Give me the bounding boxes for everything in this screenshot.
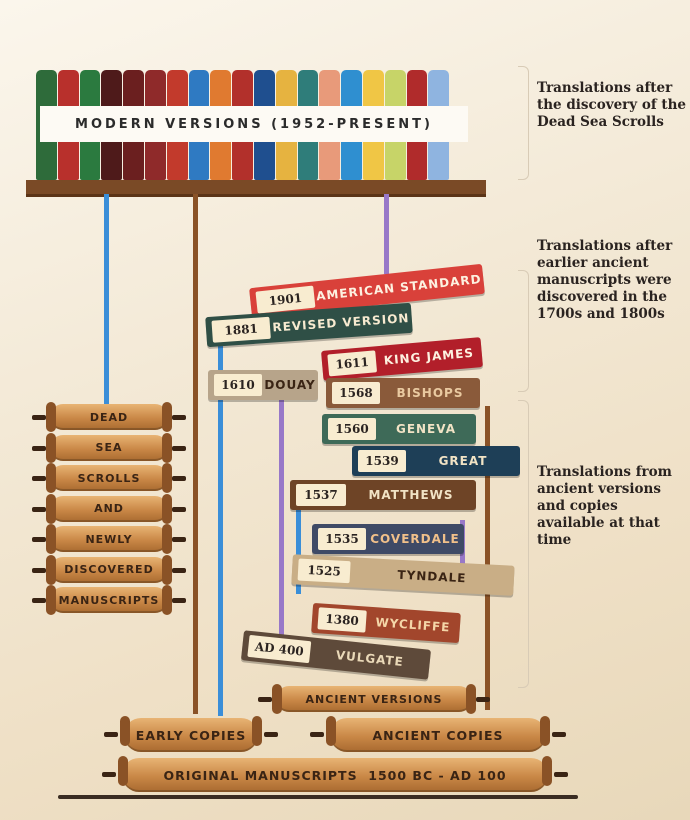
book-coverdale: 1535 COVERDALE <box>312 524 464 554</box>
dss-scroll: DEAD <box>32 402 186 432</box>
rod-stack-to-shelf <box>384 194 389 274</box>
book-year: AD 400 <box>247 634 312 664</box>
rod-early-copies-to-shelf <box>193 194 198 714</box>
book-year: 1535 <box>318 528 366 550</box>
book-year: 1881 <box>211 316 271 343</box>
book-title: VULGATE <box>335 648 405 670</box>
scroll-ancient-versions: ANCIENT VERSIONS <box>258 684 490 714</box>
note-earlier-manuscripts: Translations after earlier ancient manus… <box>537 238 673 322</box>
book-great: 1539 GREAT <box>352 446 520 476</box>
scroll-ancient-copies: ANCIENT COPIES <box>310 716 566 752</box>
book-year: 1525 <box>297 558 351 584</box>
book-year: 1560 <box>328 418 376 440</box>
original-manuscripts-label: ORIGINAL MANUSCRIPTS 1500 BC - AD 100 <box>163 767 507 783</box>
rod-douay-purple <box>279 400 284 638</box>
early-copies-label: EARLY COPIES <box>135 727 247 743</box>
book-tyndale: 1525 TYNDALE <box>291 554 515 596</box>
dss-scroll: SEA <box>32 432 186 463</box>
rod-revised-blue <box>218 338 223 716</box>
dss-scroll: NEWLY <box>32 524 186 554</box>
book-year: 1537 <box>296 484 346 506</box>
ancient-copies-label: ANCIENT COPIES <box>372 727 504 743</box>
book-wycliffe: 1380 WYCLIFFE <box>311 602 461 644</box>
brace-modern <box>518 66 529 180</box>
book-year: 1380 <box>317 607 367 633</box>
book-title: AMERICAN STANDARD <box>315 272 483 304</box>
dss-scroll-word: NEWLY <box>85 532 133 546</box>
ancient-versions-label: ANCIENT VERSIONS <box>305 692 443 706</box>
book-year: 1539 <box>358 450 406 472</box>
shelf-board <box>26 180 486 197</box>
book-title: WYCLIFFE <box>375 615 451 635</box>
dss-scroll-word: SCROLLS <box>77 471 141 485</box>
scroll-original-manuscripts: ORIGINAL MANUSCRIPTS 1500 BC - AD 100 <box>102 756 568 792</box>
dss-scroll: MANUSCRIPTS <box>32 585 186 615</box>
rod-dss-to-shelf <box>104 194 109 404</box>
modern-versions-label: MODERN VERSIONS (1952-PRESENT) <box>40 106 468 142</box>
dss-scroll-word: DISCOVERED <box>64 563 154 576</box>
dss-scroll: SCROLLS <box>32 463 186 493</box>
rod-bishops-brown <box>485 406 490 710</box>
brace-ancient-versions <box>518 400 529 688</box>
book-title: BISHOPS <box>396 386 464 400</box>
brace-earlier-manuscripts <box>518 270 529 392</box>
book-year: 1568 <box>332 382 380 404</box>
book-year: 1611 <box>327 350 378 377</box>
book-title: REVISED VERSION <box>271 310 410 335</box>
ground-line <box>58 795 578 799</box>
book-title: COVERDALE <box>370 532 460 546</box>
note-after-dead-sea-scrolls: Translations after the discovery of the … <box>537 80 686 130</box>
note-ancient-versions: Translations from ancient versions and c… <box>537 464 672 548</box>
book-bishops: 1568 BISHOPS <box>326 378 480 408</box>
book-geneva: 1560 GENEVA <box>322 414 476 444</box>
book-matthews: 1537 MATTHEWS <box>290 480 476 510</box>
rod-tyndale-blue <box>296 510 301 594</box>
book-title: GENEVA <box>395 422 457 436</box>
dss-scroll: DISCOVERED <box>32 554 186 585</box>
dss-scroll-word: SEA <box>95 441 123 454</box>
dss-scroll: AND <box>32 493 186 524</box>
book-title: KING JAMES <box>383 345 475 368</box>
dss-scroll-word: AND <box>94 502 124 515</box>
dss-scroll-word: MANUSCRIPTS <box>58 593 160 607</box>
book-title: TYNDALE <box>397 567 467 586</box>
book-title: MATTHEWS <box>368 488 454 502</box>
book-title: DOUAY <box>264 378 316 392</box>
book-title: GREAT <box>438 454 488 468</box>
dss-scroll-word: DEAD <box>89 410 129 424</box>
book-year: 1610 <box>214 374 262 396</box>
scroll-early-copies: EARLY COPIES <box>104 716 278 752</box>
